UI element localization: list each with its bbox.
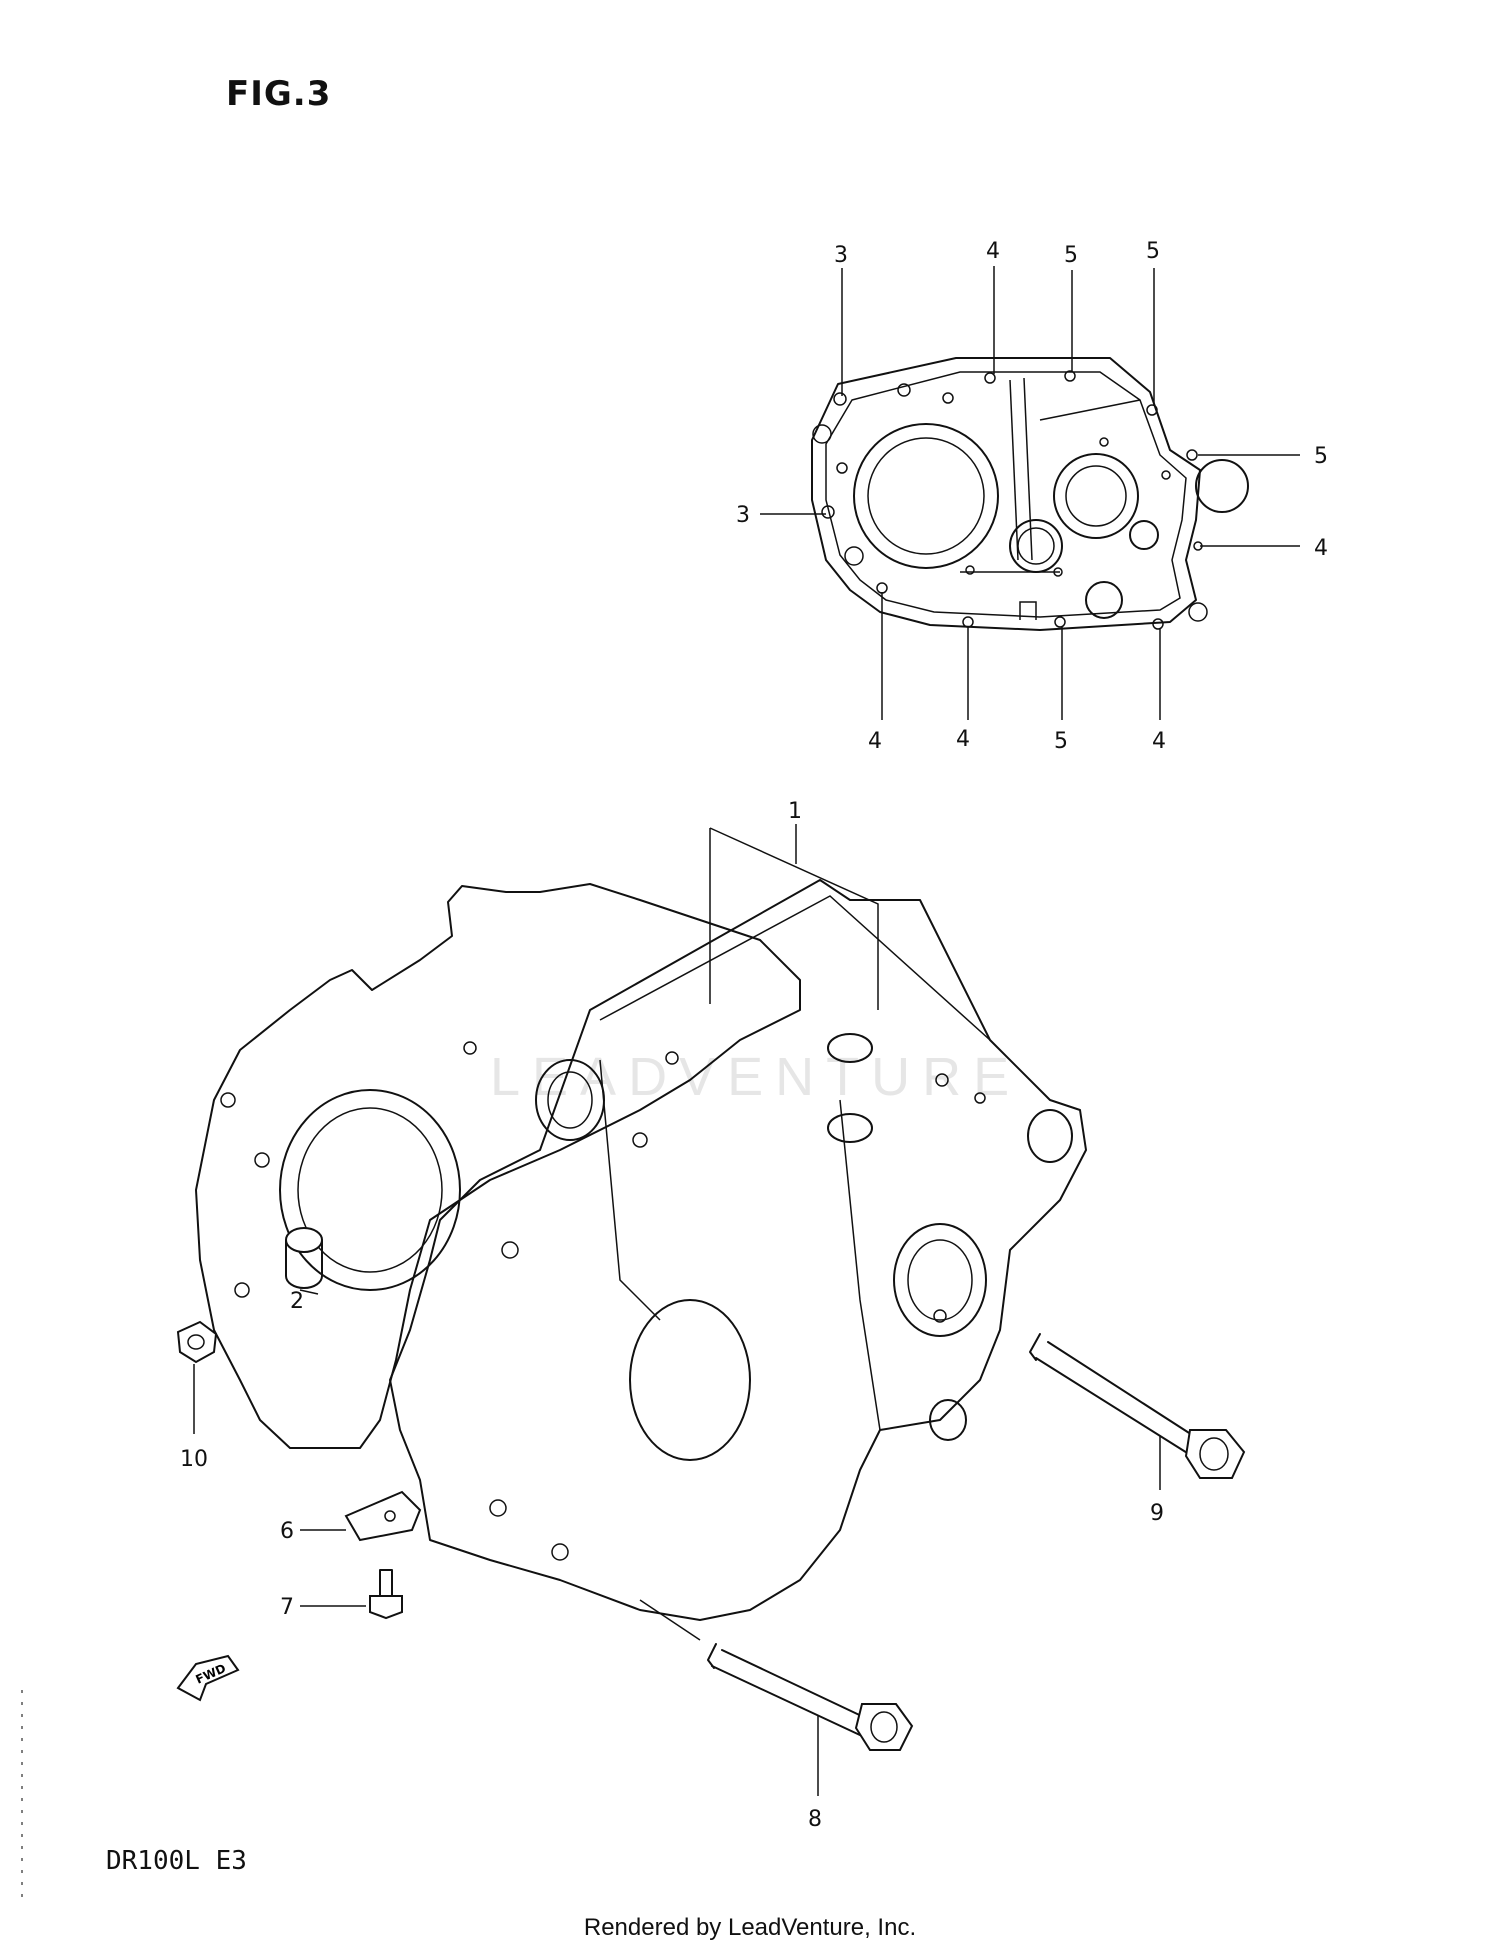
callout-4-bottom-c: 4 <box>1152 729 1166 754</box>
part-10-plug: 10 <box>176 1320 218 1472</box>
watermark-text: LEADVENTURE <box>490 1047 1021 1107</box>
callout-9: 9 <box>1150 1501 1164 1526</box>
part-9-long-bolt: 9 <box>1029 1333 1246 1526</box>
crank-bore <box>853 423 999 569</box>
callout-2: 2 <box>290 1289 304 1314</box>
forward-direction-arrow: FWD <box>176 1654 240 1702</box>
render-credit: Rendered by LeadVenture, Inc. <box>583 1914 917 1941</box>
callout-1: 1 <box>788 799 802 824</box>
cylinder-bore <box>279 1089 461 1291</box>
callout-8: 8 <box>808 1807 822 1832</box>
figure-title: FIG.3 <box>226 74 332 114</box>
callout-4-right: 4 <box>1314 536 1328 561</box>
callout-10: 10 <box>180 1447 208 1472</box>
callout-3-left: 3 <box>736 503 750 528</box>
callout-7: 7 <box>280 1595 294 1620</box>
crankcase-half-view: 3 4 5 5 5 3 4 4 4 5 4 <box>736 239 1328 754</box>
crankcase-assembly: 1 2 <box>195 799 1087 1621</box>
callout-4-bottom-b: 4 <box>956 727 970 752</box>
callout-6: 6 <box>280 1519 294 1544</box>
callout-3-top: 3 <box>834 243 848 268</box>
callout-4-bottom-a: 4 <box>868 729 882 754</box>
shaft-bore-1 <box>1053 453 1139 539</box>
part-8-long-bolt: 8 <box>639 1599 914 1832</box>
callout-5-top-a: 5 <box>1064 243 1078 268</box>
part-7-bolt: 7 <box>280 1569 403 1620</box>
callout-5-right: 5 <box>1314 444 1328 469</box>
part-6-clamp: 6 <box>280 1490 422 1544</box>
callout-5-top-b: 5 <box>1146 239 1160 264</box>
bearing-bore-right <box>893 1223 987 1337</box>
case-opening <box>629 1299 751 1461</box>
callout-5-bottom: 5 <box>1054 729 1068 754</box>
model-code: DR100L E3 <box>106 1846 247 1876</box>
callout-4-top: 4 <box>986 239 1000 264</box>
